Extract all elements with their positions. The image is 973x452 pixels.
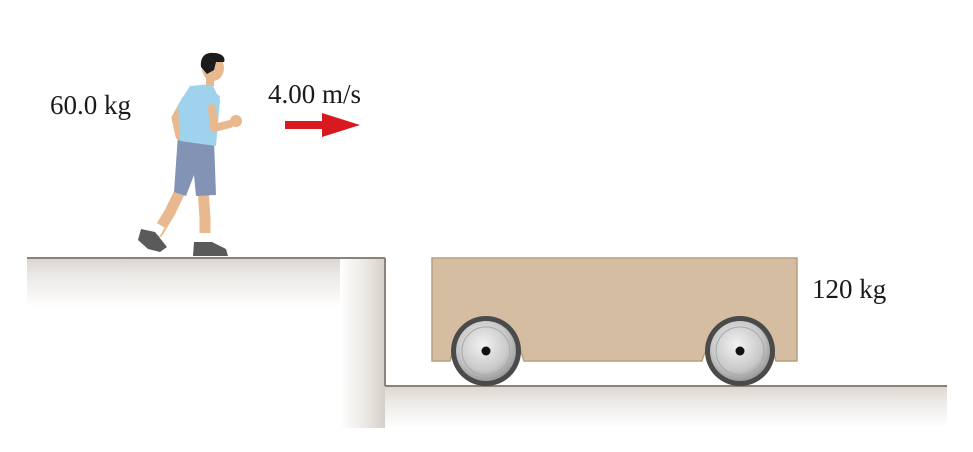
lower-floor [385,385,947,428]
arrow-right-icon [285,113,360,137]
cart [431,257,798,386]
runner-mass-label: 60.0 kg [50,90,131,120]
running-person-icon [138,52,242,256]
runner-speed-label: 4.00 m/s [268,79,362,109]
upper-platform [27,257,386,428]
wheel-icon [451,316,521,386]
cart-mass-label: 120 kg [812,274,887,304]
wheel-icon [705,316,775,386]
